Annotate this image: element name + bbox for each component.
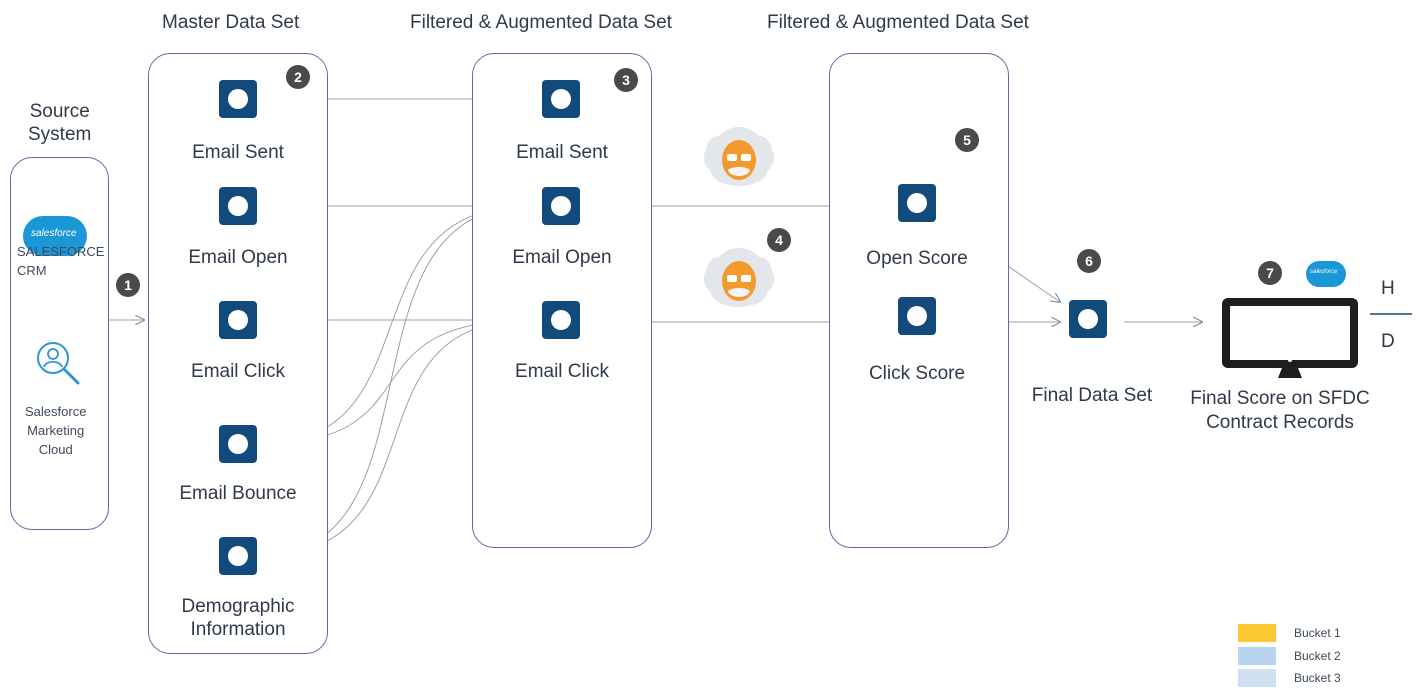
label-email-open: Email Open [188, 247, 288, 268]
node-demographic-information[interactable] [219, 537, 257, 575]
marketing-cloud-label: Salesforce Marketing Cloud [25, 404, 87, 457]
master-data-set-title: Master Data Set [162, 12, 300, 33]
step-badge-3: 3 [614, 68, 638, 92]
label-filtered-email-sent: Email Sent [516, 142, 608, 163]
salesforce-final-logo-text: salesforce [1310, 269, 1338, 275]
salesforce-crm-logo: salesforce [23, 216, 87, 256]
step-badge-6: 6 [1077, 249, 1101, 273]
legend-label-bucket-1: Bucket 1 [1294, 626, 1341, 640]
salesforce-crm-label: SALESFORCE CRM [17, 244, 105, 278]
node-email-open[interactable] [219, 187, 257, 225]
label-email-click: Email Click [191, 361, 285, 382]
label-email-sent: Email Sent [192, 142, 284, 163]
step-badge-7: 7 [1258, 261, 1282, 285]
node-click-score[interactable] [898, 297, 936, 335]
filtered-data-set-title-1: Filtered & Augmented Data Set [410, 12, 672, 33]
label-click-score: Click Score [868, 363, 966, 384]
label-open-score: Open Score [866, 248, 968, 269]
einstein-icon-click [703, 248, 775, 307]
legend-swatch-bucket-1 [1238, 624, 1276, 642]
source-system-title: Source System [28, 101, 92, 145]
legend-label-bucket-3: Bucket 3 [1294, 671, 1341, 685]
step-badge-1: 1 [116, 273, 140, 297]
einstein-icon-open [703, 127, 775, 186]
step-badge-2: 2 [286, 65, 310, 89]
label-demographic-information: Demographic Information [181, 596, 295, 640]
legend-swatch-bucket-3 [1238, 669, 1276, 687]
label-filtered-email-click: Email Click [515, 361, 609, 382]
scale-low-label: D [1381, 331, 1395, 352]
node-email-bounce[interactable] [219, 425, 257, 463]
source-system-panel: salesforce SALESFORCE CRM Salesforce Mar… [10, 157, 109, 530]
node-filtered-email-sent[interactable] [542, 80, 580, 118]
scale-high-label: H [1381, 278, 1395, 299]
step-badge-5: 5 [955, 128, 979, 152]
node-open-score[interactable] [898, 184, 936, 222]
label-final-score: Final Score on SFDC Contract Records [1190, 388, 1370, 433]
legend-swatch-bucket-2 [1238, 647, 1276, 665]
node-filtered-email-open[interactable] [542, 187, 580, 225]
node-filtered-email-click[interactable] [542, 301, 580, 339]
filtered-data-set-title-2: Filtered & Augmented Data Set [767, 12, 1029, 33]
label-final-data-set: Final Data Set [1031, 385, 1153, 406]
salesforce-final-logo: salesforce [1306, 261, 1346, 287]
node-email-click[interactable] [219, 301, 257, 339]
label-email-bounce: Email Bounce [179, 483, 297, 504]
monitor-icon [1222, 298, 1358, 378]
salesforce-crm-logo-text: salesforce [31, 228, 77, 239]
label-filtered-email-open: Email Open [512, 247, 612, 268]
filtered-data-set-panel-1 [472, 53, 652, 548]
marketing-cloud-icon [37, 342, 80, 385]
node-email-sent[interactable] [219, 80, 257, 118]
legend-label-bucket-2: Bucket 2 [1294, 649, 1341, 663]
step-badge-4: 4 [767, 228, 791, 252]
node-final-data-set[interactable] [1069, 300, 1107, 338]
